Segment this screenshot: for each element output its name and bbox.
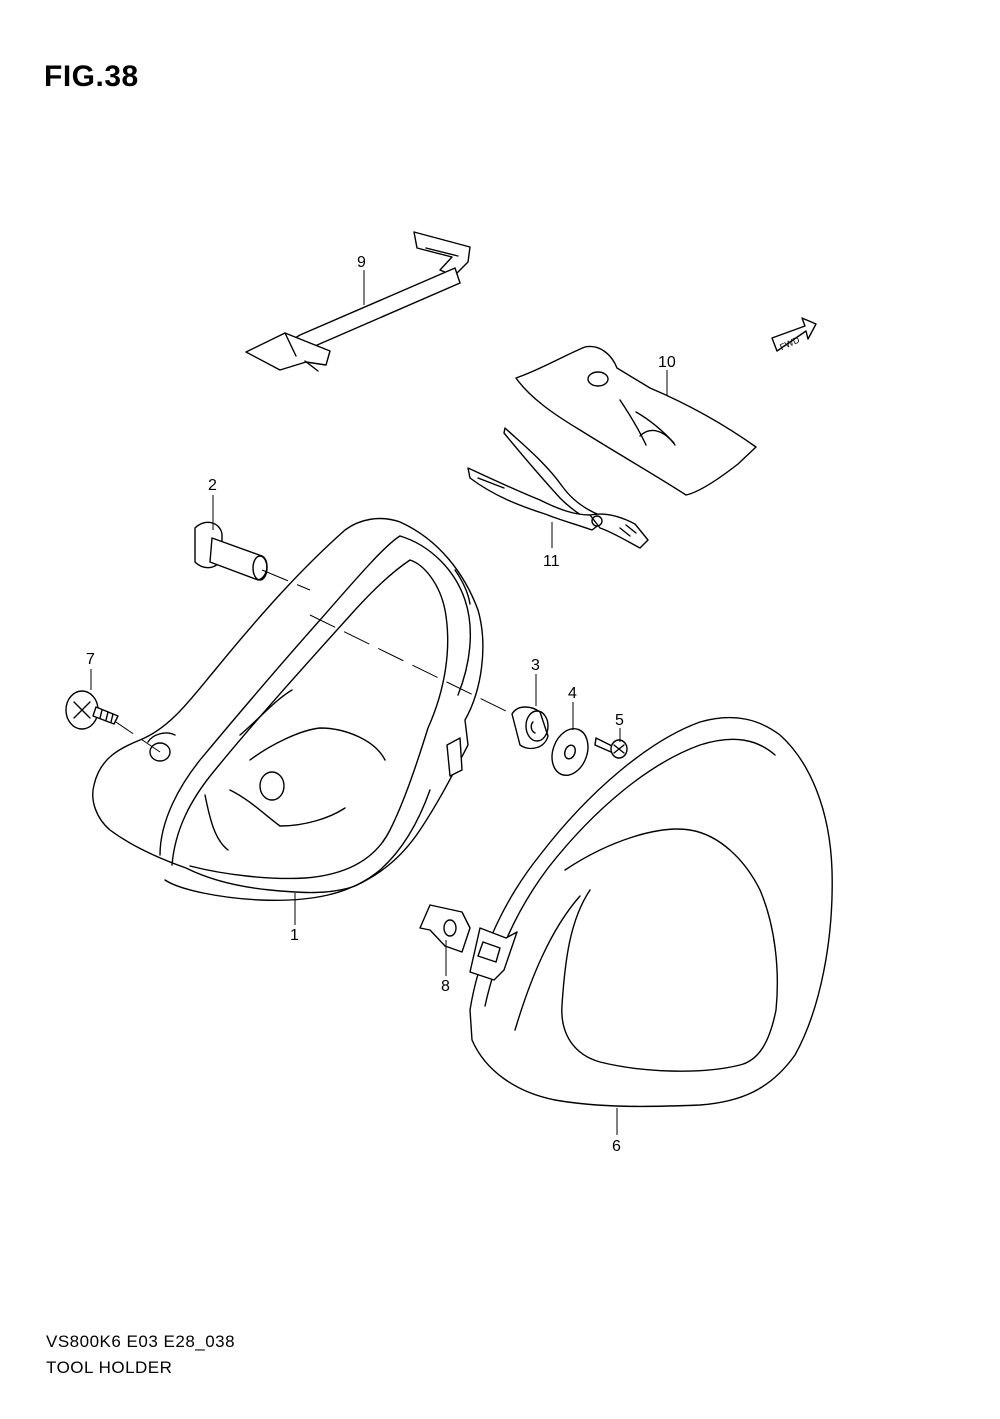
callout-3: 3: [531, 657, 540, 674]
callout-8: 8: [441, 978, 450, 995]
callout-6: 6: [612, 1138, 621, 1155]
part-tool-bag: [515, 345, 757, 496]
callout-9: 9: [357, 254, 366, 271]
model-code: VS800K6 E03 E28_038: [46, 1332, 236, 1351]
part-bushing: [194, 521, 268, 581]
callout-2: 2: [208, 477, 217, 494]
leader-lines: [90, 270, 668, 1135]
figure-name: TOOL HOLDER: [46, 1358, 173, 1377]
part-grommet: [511, 706, 549, 750]
callout-7: 7: [86, 651, 95, 668]
callout-5: 5: [615, 712, 624, 729]
callout-11: 11: [543, 553, 560, 570]
fwd-arrow: FWD: [771, 317, 817, 352]
callout-1: 1: [290, 927, 299, 944]
callout-4: 4: [568, 685, 577, 702]
part-cover: [419, 716, 833, 1108]
part-screw-small: [594, 737, 628, 759]
part-pliers: [467, 427, 649, 549]
part-screw: [65, 690, 119, 730]
part-strap: [245, 231, 471, 372]
callout-10: 10: [658, 354, 676, 371]
assembly-lines: [109, 569, 509, 753]
callout-numbers: 9 10 11 2 7 3 4 5 1 8 6: [86, 254, 676, 1155]
part-tool-holder-body: [92, 517, 484, 902]
part-washer: [551, 728, 589, 776]
figure-title: FIG.38: [44, 60, 139, 93]
